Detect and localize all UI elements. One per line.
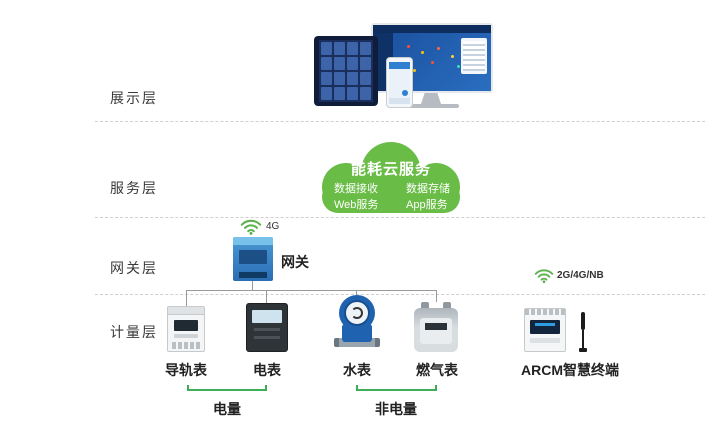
- layer-label-gateway: 网关层: [110, 260, 158, 276]
- antenna-base: [579, 348, 587, 352]
- water-meter-dial-pointer: [351, 307, 363, 319]
- tablet-tile: [334, 72, 345, 85]
- group-label-electric: 电量: [213, 401, 241, 417]
- device-label-din-rail-meter: 导轨表: [165, 362, 207, 378]
- gateway-device: [233, 237, 273, 281]
- din-rail-meter-buttons: [174, 334, 198, 338]
- din-rail-meter: [167, 306, 205, 352]
- tablet-tile: [334, 87, 345, 100]
- cloud-service: 能耗云服务 数据接收 Web服务 数据存储 App服务: [306, 139, 476, 219]
- water-meter-dial: [344, 300, 370, 326]
- monitor-stand: [421, 93, 441, 104]
- layer-label-presentation: 展示层: [110, 90, 158, 106]
- phone-screen: [389, 62, 410, 104]
- cloud-services-right: 数据存储 App服务: [406, 181, 450, 213]
- panel-text-lines: [463, 41, 485, 71]
- water-meter-pipe: [334, 338, 380, 347]
- electric-meter-terminals: [254, 336, 280, 339]
- connector-drop-din: [186, 290, 187, 306]
- din-rail-meter-lcd: [174, 320, 198, 331]
- gas-meter-pipe-right: [443, 302, 451, 310]
- phone-screen-footer: [389, 98, 410, 104]
- arcm-buttons: [530, 338, 560, 343]
- tablet-tile: [360, 87, 371, 100]
- arcm-lcd-readout: [535, 323, 555, 326]
- bracket-electric-group: [187, 385, 267, 391]
- monitor-base: [403, 104, 459, 108]
- tablet-screen: [319, 40, 373, 102]
- map-markers: [407, 45, 410, 48]
- water-meter: [334, 295, 380, 352]
- phone-display: [386, 57, 413, 108]
- gateway-panel: [239, 250, 267, 264]
- tablet-tile: [360, 72, 371, 85]
- layer-divider-2: [95, 217, 705, 218]
- antenna-whip: [581, 312, 585, 330]
- tablet-tile: [334, 42, 345, 55]
- phone-screen-header: [389, 62, 410, 69]
- cloud-service-item: 数据存储: [406, 183, 450, 195]
- din-rail-meter-terminals: [172, 342, 200, 349]
- tablet-tile: [334, 57, 345, 70]
- connector-gateway-down: [252, 281, 253, 290]
- device-label-gas-meter: 燃气表: [416, 362, 458, 378]
- antenna-icon: [577, 312, 589, 352]
- phone-action-dot: [402, 90, 408, 96]
- antenna-rod: [582, 330, 584, 348]
- layer-label-metering: 计量层: [110, 324, 158, 340]
- gateway-top-strip: [233, 237, 273, 245]
- arcm-terminals: [525, 309, 565, 315]
- tablet-display: [314, 36, 378, 106]
- tablet-tile: [347, 42, 358, 55]
- tablet-tile: [347, 87, 358, 100]
- gas-meter: [414, 302, 458, 352]
- tablet-tile: [360, 57, 371, 70]
- tablet-tile: [347, 72, 358, 85]
- din-rail-meter-top: [168, 307, 204, 315]
- electric-meter: [246, 303, 288, 352]
- tablet-tile: [321, 42, 332, 55]
- gateway-ports: [239, 272, 267, 278]
- gas-meter-face: [420, 318, 452, 344]
- layer-divider-1: [95, 121, 705, 122]
- tablet-tile: [321, 72, 332, 85]
- electric-meter-lcd: [252, 310, 282, 323]
- bracket-non-electric-group: [356, 385, 437, 391]
- wifi-icon: [240, 219, 262, 235]
- connector-drop-gmeter: [436, 290, 437, 302]
- monitor-screen-panel: [461, 38, 487, 74]
- connector-bus: [186, 290, 437, 291]
- tablet-tile: [360, 42, 371, 55]
- tablet-tile: [347, 57, 358, 70]
- device-label-water-meter: 水表: [343, 362, 371, 378]
- layer-label-service: 服务层: [110, 180, 158, 196]
- group-label-non-electric: 非电量: [375, 401, 417, 417]
- cloud-service-item: 数据接收: [334, 183, 378, 195]
- gateway-label: 网关: [281, 254, 309, 270]
- layer-divider-3: [95, 294, 705, 295]
- gas-meter-pipe-left: [421, 302, 429, 310]
- cloud-title: 能耗云服务: [350, 161, 431, 178]
- device-label-arcm-terminal: ARCM智慧终端: [521, 362, 619, 378]
- cloud-service-item: App服务: [406, 199, 448, 211]
- device-label-electric-meter: 电表: [253, 362, 281, 378]
- arcm-lcd: [530, 320, 560, 334]
- connector-drop-emeter: [266, 290, 267, 303]
- cloud-service-item: Web服务: [334, 199, 379, 211]
- electric-meter-buttons: [254, 328, 280, 331]
- cloud-services-left: 数据接收 Web服务: [334, 181, 378, 213]
- arcm-network-label: 2G/4G/NB: [557, 270, 604, 281]
- tablet-tile: [321, 87, 332, 100]
- tablet-tile: [321, 57, 332, 70]
- wifi-icon: [534, 269, 554, 283]
- cloud-shape: [322, 142, 460, 213]
- connector-drop-wmeter: [356, 290, 357, 296]
- arcm-terminal: [524, 308, 566, 352]
- monitor-screen-header: [373, 25, 491, 33]
- gas-meter-lcd: [425, 323, 447, 330]
- gateway-network-label: 4G: [266, 221, 280, 232]
